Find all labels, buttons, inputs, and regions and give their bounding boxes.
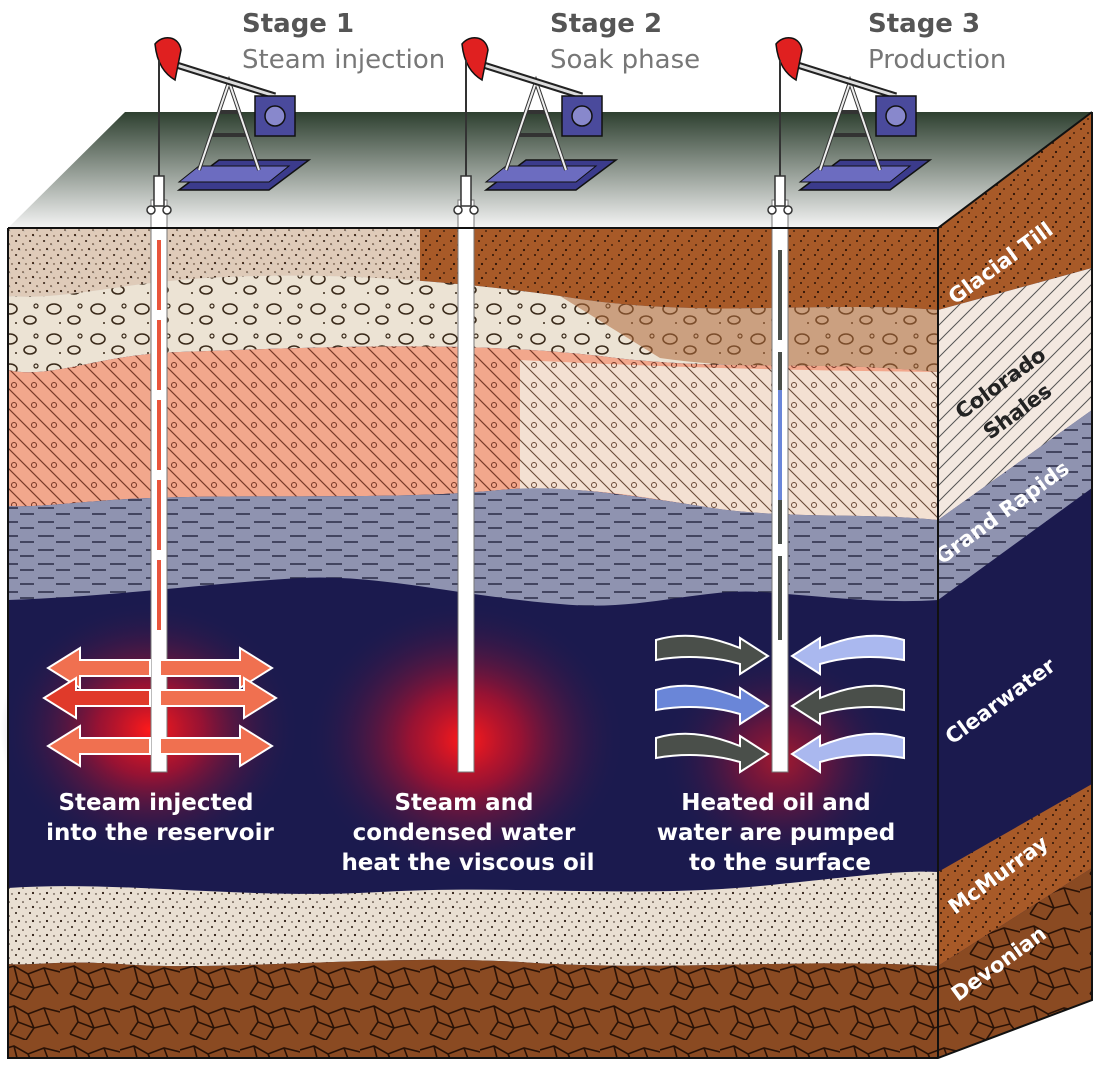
stage-3-caption-line-2: water are pumped	[657, 820, 896, 846]
layer-pebbles-brown-front	[560, 296, 938, 372]
stage-3-title: Stage 3	[868, 9, 980, 39]
layer-colorado-light-front	[520, 360, 938, 520]
pumpjack-stage-1	[146, 37, 312, 215]
flow-arrows	[655, 634, 905, 774]
stage-2-caption-line-2: condensed water	[353, 820, 576, 846]
side-mcmurray	[938, 784, 1092, 966]
pumpjack-stage-3	[767, 37, 933, 215]
well-stage-2	[457, 199, 475, 773]
stage-1-title: Stage 1	[242, 9, 354, 39]
stage-1-caption-line-2: into the reservoir	[46, 820, 274, 846]
stage-3-caption: Heated oil and water are pumped to the s…	[657, 790, 904, 876]
side-glacial-till	[938, 112, 1092, 310]
stage-2-title: Stage 2	[550, 9, 662, 39]
stage-1-caption: Steam injected into the reservoir	[46, 790, 274, 846]
stage-3-caption-line-1: Heated oil and	[681, 790, 870, 816]
side-face	[938, 112, 1092, 1058]
stage-2-subtitle: Soak phase	[550, 45, 700, 75]
side-colorado-shales	[938, 268, 1092, 520]
stage-2-caption-line-3: heat the viscous oil	[341, 850, 594, 876]
layer-mcmurray-front	[8, 871, 938, 967]
side-devonian	[938, 868, 1092, 1058]
well-stage-1	[150, 199, 168, 773]
stage-3-caption-line-3: to the surface	[689, 850, 871, 876]
steam-arrows	[42, 646, 278, 768]
layer-devonian-front	[8, 959, 938, 1058]
stage-3-subtitle: Production	[868, 45, 1006, 75]
stage-1-subtitle: Steam injection	[242, 45, 445, 75]
stage-2-caption-line-1: Steam and	[394, 790, 533, 816]
well-stage-3	[771, 199, 789, 773]
pumpjack-stage-2	[453, 37, 619, 215]
stage-1-caption-line-1: Steam injected	[58, 790, 253, 816]
side-grand-rapids	[938, 410, 1092, 600]
box-edges	[7, 111, 1093, 1059]
stage-2-caption: Steam and condensed water heat the visco…	[341, 790, 594, 876]
